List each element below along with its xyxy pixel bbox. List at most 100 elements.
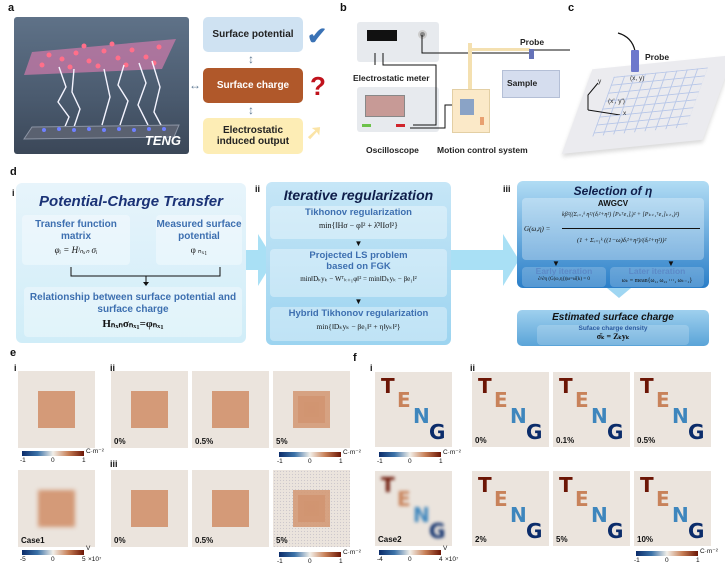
relationship-head-1: Relationship between surface potential a… (29, 292, 237, 303)
teng-letter-e: E (656, 487, 670, 511)
d-iii-title: Selection of η (573, 184, 653, 198)
charge-region (131, 490, 168, 527)
f-i-label: i (370, 363, 373, 373)
flow-arrow-stem (451, 250, 503, 270)
potential-charge-transfer-box: Potential-Charge Transfer Transfer funct… (16, 183, 246, 343)
negative-charges (42, 127, 166, 132)
colorbar-unit: V (86, 545, 91, 552)
coord-xy: (x, y) (630, 75, 645, 82)
electrostatic-meter-label: Electrostatic meter (353, 73, 430, 83)
charge-region (212, 490, 249, 527)
d-ii-label: ii (255, 184, 261, 194)
meter-osc-cable (382, 53, 437, 126)
charge-map: 0.5% (192, 371, 269, 448)
surface-charge-box: Surface charge (203, 68, 303, 103)
mcs-indicator (480, 117, 484, 125)
colorbar-gradient (379, 550, 441, 555)
panel-f-letter: f (353, 352, 357, 364)
noise-label: 10% (637, 535, 654, 544)
flow-arrow-icon (503, 234, 519, 286)
down-arrow-icon: ▼ (552, 259, 560, 268)
panel-c-letter: c (568, 2, 575, 14)
measured-head-1: Measured surface (156, 219, 242, 230)
noise-label: 5% (276, 536, 288, 545)
colorbar-tick: -1 (277, 558, 283, 565)
charge-region (38, 490, 75, 527)
down-arrow-icon: ▼ (667, 259, 675, 268)
transfer-head-2: matrix (60, 230, 91, 242)
coord-xy-prime: (x', y') (608, 98, 625, 105)
measured-potential-block: Measured surface potential φ ₙₓ₁ (156, 215, 242, 265)
colorbar-tick: 0 (51, 556, 55, 563)
density-head: Suface charge density (578, 325, 648, 332)
probe-label-c: Probe (645, 52, 670, 62)
colorbar-charge-f-i: C·m⁻² -1 0 1 (377, 449, 461, 465)
awgcv-label: AWGCV (597, 199, 629, 208)
teng-letter-n: N (672, 503, 689, 527)
sample-box (502, 70, 560, 98)
colorbar-unit: C·m⁻² (443, 449, 461, 456)
colorbar-tick: -1 (277, 458, 283, 465)
teng-letter-n: N (672, 404, 689, 428)
colorbar-charge-e-ii: C·m⁻² -1 0 1 (277, 449, 361, 465)
electrostatic-meter (357, 22, 439, 62)
d-i-title: Potential-Charge Transfer (39, 193, 223, 210)
colorbar-charge-e-iii: C·m⁻² -1 0 1 (277, 549, 361, 565)
merge-connector (70, 267, 221, 286)
top-plate (24, 39, 176, 75)
teng-drawing (23, 39, 180, 140)
charge-region (293, 490, 330, 527)
charge-map-ground-truth (18, 371, 95, 448)
noise-label: 0% (114, 437, 126, 446)
y-axis-label: y (598, 78, 602, 85)
teng-letter-t: T (559, 374, 573, 398)
colorbar-unit: C·m⁻² (343, 449, 361, 456)
teng-letter-n: N (510, 503, 527, 527)
panel-b-letter: b (340, 2, 347, 14)
colorbar-gradient (636, 551, 698, 556)
teng-letter-g: G (688, 519, 705, 543)
teng-letter-g: G (526, 519, 543, 543)
x-axis-line (587, 109, 621, 115)
colorbar-voltage-f: V -4 0 4 ×10⁷ (377, 545, 458, 563)
noise-label: 0.5% (195, 437, 214, 446)
teng-letter-g: G (688, 420, 705, 444)
density-equation: σ̄ₖ = Zₖyₖ (596, 332, 630, 342)
transfer-equation: φᵢ = Hʲₙₓₙ σᵢ (54, 245, 98, 255)
hybrid-head: Hybrid Tikhonov regularization (288, 308, 429, 319)
hybrid-equation: min{‖Dₖyₖ − βe₁‖² + η‖yₖ‖²} (316, 321, 401, 331)
tikhonov-block: Tikhonov regularization min{‖Hσ − φ‖² + … (270, 206, 447, 239)
e-i-label: i (14, 363, 17, 373)
teng-letter-t: T (559, 473, 573, 497)
teng-letter-g: G (607, 420, 624, 444)
double-arrow-vertical-icon: ↕ (248, 52, 254, 66)
panel-e-letter: e (10, 347, 17, 359)
teng-letter-e: E (397, 487, 411, 511)
teng-letter-e: E (656, 388, 670, 412)
relationship-block: Relationship between surface potential a… (24, 287, 242, 337)
g-lhs: G(ω,η) = (524, 225, 551, 233)
colorbar-scale: ×10⁷ (88, 556, 102, 563)
early-iteration-block: Early iteration ∂/∂η (G(ω,η))|ω=ω̂(k) = … (522, 266, 606, 287)
panel-d-letter: d (10, 166, 17, 178)
green-button-icon (362, 124, 371, 127)
double-arrow-vertical-icon: ↕ (248, 103, 254, 117)
colorbar-tick: 0 (665, 557, 669, 564)
colorbar-gradient (279, 452, 341, 457)
lightning-arcs (57, 60, 163, 130)
relationship-head-2: surface charge (97, 303, 169, 315)
colorbar-tick: 0 (308, 558, 312, 565)
early-equation: ∂/∂η (G(ω,η))|ω=ω̂(k) = 0 (538, 276, 590, 282)
d-ii-title: Iterative regularization (283, 187, 434, 203)
fraction-bar (562, 228, 700, 229)
colorbar-unit: C·m⁻² (343, 549, 361, 556)
osc-mcs-cable (410, 104, 452, 129)
d-i-label: i (12, 188, 15, 198)
colorbar-voltage-e: V -5 0 5 ×10⁷ (20, 545, 101, 563)
teng-letter-g: G (607, 519, 624, 543)
later-iteration-block: Later iteration ωₖ = mean{ω₁, ω₂, ⋯, ωₖ₋… (610, 266, 704, 287)
